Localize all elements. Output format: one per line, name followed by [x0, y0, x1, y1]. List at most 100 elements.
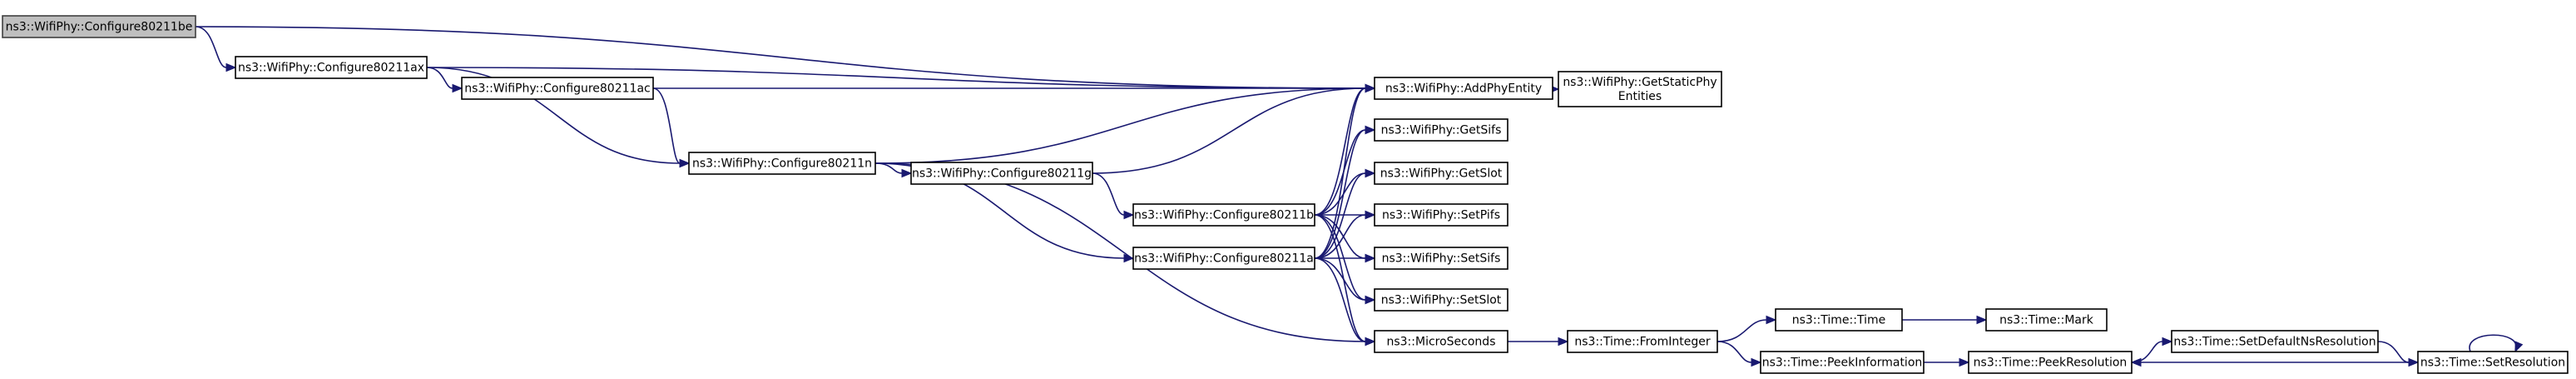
- node-label: ns3::WifiPhy::GetStaticPhy: [1563, 76, 1717, 89]
- edge-ac-to-n: [652, 87, 691, 168]
- node-box: [1558, 71, 1722, 107]
- arrow-head: [2162, 337, 2173, 347]
- graph-node-time[interactable]: ns3::Time::Time: [1775, 308, 1903, 332]
- node-label: ns3::WifiPhy::SetSifs: [1382, 252, 1501, 266]
- arrow-head: [1365, 168, 1376, 178]
- edge-line: [2469, 334, 2517, 352]
- graph-node-ssifs[interactable]: ns3::WifiPhy::SetSifs: [1374, 247, 1508, 270]
- node-label: ns3::WifiPhy::Configure80211b: [1134, 209, 1314, 222]
- node-label: ns3::Time::SetDefaultNsResolution: [2173, 336, 2375, 349]
- node-label: ns3::WifiPhy::Configure80211n: [692, 157, 872, 171]
- edge-a-to-gslot: [1314, 168, 1376, 259]
- node-box: [1968, 351, 2133, 374]
- node-label: ns3::WifiPhy::GetSlot: [1380, 167, 1503, 181]
- node-label: ns3::WifiPhy::Configure80211g: [912, 167, 1092, 181]
- node-label: ns3::WifiPhy::Configure80211ax: [238, 62, 424, 75]
- edge-line: [1314, 129, 1366, 259]
- edge-line: [1314, 214, 1366, 259]
- node-box: [910, 162, 1093, 185]
- edge-setres-to-setres: [2469, 334, 2524, 353]
- node-label: ns3::WifiPhy::Configure80211ac: [464, 82, 650, 96]
- graph-node-mark[interactable]: ns3::Time::Mark: [1985, 308, 2108, 332]
- node-box: [1985, 308, 2108, 332]
- arrow-head: [1766, 315, 1777, 325]
- edge-peekres-to-setdef: [2131, 337, 2173, 363]
- edge-a-to-gsifs: [1314, 125, 1376, 259]
- node-box: [1374, 77, 1553, 100]
- graph-node-fromint[interactable]: ns3::Time::FromInteger: [1567, 330, 1718, 353]
- edge-line: [652, 87, 681, 164]
- edge-line: [1314, 129, 1366, 216]
- node-label: ns3::MicroSeconds: [1386, 336, 1495, 349]
- arrow-head: [1976, 315, 1988, 325]
- graph-node-g[interactable]: ns3::WifiPhy::Configure80211g: [910, 162, 1093, 185]
- arrow-head: [1365, 253, 1376, 263]
- arrow-head: [2130, 357, 2142, 367]
- arrow-head: [1751, 357, 1762, 367]
- node-label: ns3::WifiPhy::SetSlot: [1381, 294, 1502, 307]
- node-box: [235, 56, 428, 79]
- edge-ac-to-add: [653, 83, 1376, 93]
- edge-be-to-ax: [195, 26, 237, 72]
- graph-node-n[interactable]: ns3::WifiPhy::Configure80211n: [688, 152, 876, 175]
- edge-line: [2377, 341, 2410, 363]
- edge-a-to-sslot: [1314, 257, 1376, 305]
- graph-node-setdef[interactable]: ns3::Time::SetDefaultNsResolution: [2171, 330, 2379, 353]
- node-label: ns3::WifiPhy::Configure80211be: [6, 21, 193, 34]
- node-label: ns3::Time::SetResolution: [2420, 357, 2565, 370]
- edge-line: [874, 87, 1366, 164]
- edge-line: [1092, 87, 1366, 174]
- node-label: ns3::Time::PeekInformation: [1762, 357, 1923, 370]
- graph-node-ac[interactable]: ns3::WifiPhy::Configure80211ac: [461, 77, 654, 100]
- arrow-head: [2514, 341, 2524, 353]
- node-box: [2, 15, 196, 38]
- graph-node-b[interactable]: ns3::WifiPhy::Configure80211b: [1132, 203, 1315, 227]
- node-label: ns3::Time::Time: [1792, 314, 1885, 327]
- node-box: [1132, 203, 1315, 227]
- node-label: ns3::Time::PeekResolution: [1974, 357, 2128, 370]
- edge-line: [1314, 257, 1366, 342]
- edge-line: [426, 67, 681, 164]
- edge-ax-to-ac: [426, 67, 463, 93]
- arrow-head: [1365, 210, 1376, 220]
- node-box: [1567, 330, 1718, 353]
- graph-node-add[interactable]: ns3::WifiPhy::AddPhyEntity: [1374, 77, 1553, 100]
- graph-node-gslot[interactable]: ns3::WifiPhy::GetSlot: [1374, 162, 1508, 185]
- node-box: [688, 152, 876, 175]
- graph-node-be[interactable]: ns3::WifiPhy::Configure80211be: [2, 15, 196, 38]
- node-label: Entities: [1618, 90, 1662, 103]
- edge-line: [1314, 257, 1366, 301]
- arrow-head: [1365, 295, 1376, 305]
- edge-line: [1314, 214, 1366, 342]
- graph-node-ax[interactable]: ns3::WifiPhy::Configure80211ax: [235, 56, 428, 79]
- edge-line: [1314, 214, 1366, 259]
- arrow-head: [1959, 357, 1970, 367]
- node-label: ns3::Time::FromInteger: [1574, 336, 1710, 349]
- edge-a-to-add: [1314, 83, 1376, 259]
- graph-node-setres[interactable]: ns3::Time::SetResolution: [2417, 351, 2569, 374]
- graph-node-peekinfo[interactable]: ns3::Time::PeekInformation: [1760, 351, 1925, 374]
- edge-a-to-micro: [1314, 257, 1376, 347]
- graph-node-micro[interactable]: ns3::MicroSeconds: [1374, 330, 1508, 353]
- graph-nodes: ns3::WifiPhy::Configure80211bens3::WifiP…: [2, 15, 2569, 374]
- edge-line: [195, 26, 227, 68]
- edge-n-to-add: [874, 83, 1376, 164]
- node-box: [2171, 330, 2379, 353]
- node-box: [1760, 351, 1925, 374]
- edge-setres-to-peekres: [2130, 357, 2418, 367]
- edge-line: [1314, 214, 1366, 301]
- graph-node-a[interactable]: ns3::WifiPhy::Configure80211a: [1132, 247, 1315, 270]
- edge-a-to-ssifs: [1315, 253, 1376, 263]
- arrow-head: [901, 168, 913, 178]
- graph-node-gsifs[interactable]: ns3::WifiPhy::GetSifs: [1374, 118, 1508, 142]
- edge-micro-to-fromint: [1508, 337, 1569, 347]
- graph-node-spifs[interactable]: ns3::WifiPhy::SetPifs: [1374, 203, 1508, 227]
- graph-node-peekres[interactable]: ns3::Time::PeekResolution: [1968, 351, 2133, 374]
- graph-node-sslot[interactable]: ns3::WifiPhy::SetSlot: [1374, 288, 1508, 312]
- edge-line: [426, 67, 1366, 89]
- edge-line: [426, 67, 453, 89]
- arrow-head: [1365, 125, 1376, 135]
- node-box: [1132, 247, 1315, 270]
